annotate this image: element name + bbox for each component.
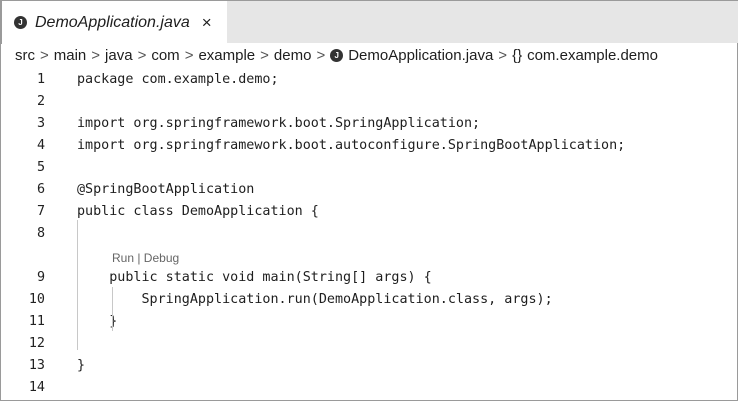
breadcrumb-file[interactable]: DemoApplication.java xyxy=(348,47,494,64)
line-number: 3 xyxy=(36,116,45,131)
tab-bar: J DemoApplication.java × xyxy=(1,0,738,44)
java-icon: J xyxy=(14,16,27,29)
line-number: 14 xyxy=(28,380,45,395)
tab-demoapplication[interactable]: J DemoApplication.java × xyxy=(1,1,227,44)
code-line[interactable]: 6 @SpringBootApplication xyxy=(1,179,738,201)
line-text: public static void main(String[] args) { xyxy=(77,270,432,285)
breadcrumb-src[interactable]: src xyxy=(15,47,35,64)
chevron-right-icon: > xyxy=(260,47,269,64)
breadcrumb: src> main> java> com> example> demo> J D… xyxy=(15,47,658,64)
line-number: 13 xyxy=(28,358,45,373)
indent-guide xyxy=(77,220,78,350)
line-number: 9 xyxy=(36,270,45,285)
code-line[interactable]: 9 public static void main(String[] args)… xyxy=(1,267,738,289)
line-text: @SpringBootApplication xyxy=(77,182,255,197)
line-number: 12 xyxy=(28,336,45,351)
chevron-right-icon: > xyxy=(316,47,326,64)
code-line[interactable]: 5 xyxy=(1,157,738,179)
line-number: 6 xyxy=(36,182,45,197)
breadcrumb-main[interactable]: main xyxy=(53,47,87,64)
code-line[interactable]: 8 xyxy=(1,223,738,245)
line-number: 1 xyxy=(36,72,45,87)
line-number: 5 xyxy=(36,160,45,175)
chevron-right-icon: > xyxy=(40,47,49,64)
line-text: SpringApplication.run(DemoApplication.cl… xyxy=(77,292,553,307)
java-icon: J xyxy=(330,49,344,62)
breadcrumb-package[interactable]: com.example.demo xyxy=(527,47,658,64)
code-editor[interactable]: 1 package com.example.demo; 2 3 import org.s… xyxy=(1,69,738,399)
line-text: package com.example.demo; xyxy=(77,72,279,87)
line-text: import org.springframework.boot.SpringAp… xyxy=(77,116,481,131)
code-line[interactable]: 1 package com.example.demo; xyxy=(1,69,738,91)
chevron-right-icon: > xyxy=(91,47,101,64)
breadcrumb-demo[interactable]: demo xyxy=(273,47,312,64)
line-number: 2 xyxy=(36,94,45,109)
line-text: import org.springframework.boot.autoconf… xyxy=(77,138,626,153)
line-text: } xyxy=(77,314,118,329)
namespace-icon: {} xyxy=(512,47,523,64)
chevron-right-icon: > xyxy=(137,47,147,64)
code-line[interactable]: 14 xyxy=(1,377,738,399)
indent-guide xyxy=(112,287,113,331)
close-icon[interactable]: × xyxy=(201,12,212,32)
tab-label: DemoApplication.java xyxy=(35,13,190,31)
code-line[interactable]: 12 xyxy=(1,333,738,355)
line-text: public class DemoApplication { xyxy=(77,204,319,219)
code-line[interactable]: 2 xyxy=(1,91,738,113)
code-line[interactable]: 4 import org.springframework.boot.autocon… xyxy=(1,135,738,157)
code-line[interactable]: 10 SpringApplication.run(DemoApplication… xyxy=(1,289,738,311)
line-number: 8 xyxy=(36,226,45,241)
chevron-right-icon: > xyxy=(184,47,194,64)
line-number: 10 xyxy=(28,292,45,307)
breadcrumb-java[interactable]: java xyxy=(105,47,133,64)
code-line[interactable]: 3 import org.springframework.boot.SpringA… xyxy=(1,113,738,135)
breadcrumb-example[interactable]: example xyxy=(198,47,256,64)
line-number: 11 xyxy=(28,314,45,329)
line-number: 4 xyxy=(36,138,45,153)
line-text: } xyxy=(77,358,86,373)
code-line[interactable]: 11 } xyxy=(1,311,738,333)
chevron-right-icon: > xyxy=(498,47,508,64)
code-line[interactable]: 13} xyxy=(1,355,738,377)
code-line[interactable]: 7 public class DemoApplication { xyxy=(1,201,738,223)
line-number: 7 xyxy=(36,204,45,219)
code-lens-run-debug[interactable]: Run | Debug xyxy=(112,251,180,265)
breadcrumb-com[interactable]: com xyxy=(151,47,180,64)
